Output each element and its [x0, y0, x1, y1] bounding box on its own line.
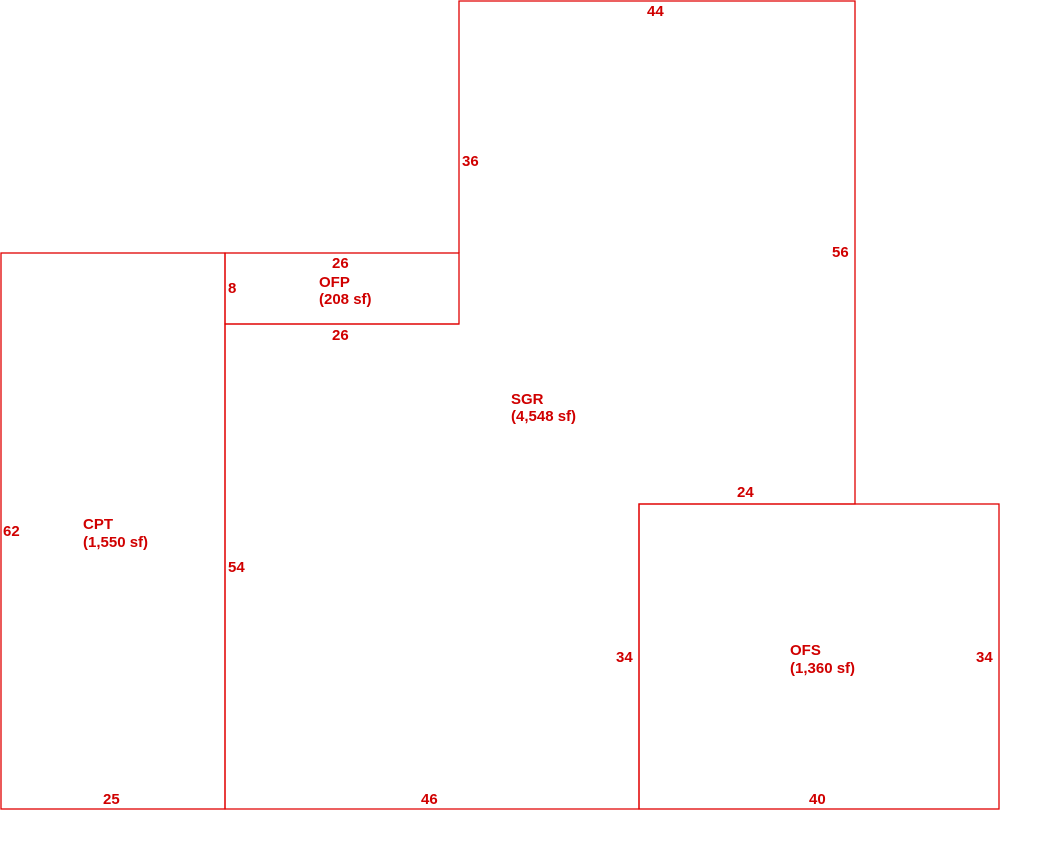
dim-ofp-bottom: 26: [332, 327, 349, 344]
dimension-labels: 44 36 56 26 8 26 24 62 54 34 34 25 46 40: [3, 3, 993, 808]
ofp-area-name: OFP: [319, 274, 350, 291]
ofp-area-size: (208 sf): [319, 291, 372, 308]
area-labels: OFP (208 sf) SGR (4,548 sf) CPT (1,550 s…: [83, 274, 855, 677]
dim-sgr-left-upper: 36: [462, 153, 479, 170]
dim-sgr-bottom: 46: [421, 791, 438, 808]
dim-sgr-left-lower: 54: [228, 559, 245, 576]
dim-ofs-right: 34: [976, 649, 993, 666]
dim-ofp-top: 26: [332, 255, 349, 272]
ofs-outline: [638, 503, 1000, 810]
dim-ofs-left: 34: [616, 649, 633, 666]
ofs-area-size: (1,360 sf): [790, 660, 855, 677]
ofs-area-name: OFS: [790, 642, 821, 659]
sgr-area-name: SGR: [511, 391, 544, 408]
cpt-area-name: CPT: [83, 516, 113, 533]
cpt-area-size: (1,550 sf): [83, 534, 148, 551]
dim-sgr-right: 56: [832, 244, 849, 261]
dim-sgr-top: 44: [647, 3, 664, 20]
dim-sgr-step: 24: [737, 484, 754, 501]
cpt-outline: [0, 252, 226, 810]
dim-cpt-bottom: 25: [103, 791, 120, 808]
dim-cpt-left: 62: [3, 523, 20, 540]
outlines: [0, 0, 1000, 810]
sgr-area-size: (4,548 sf): [511, 408, 576, 425]
dim-ofp-left: 8: [228, 280, 236, 297]
dim-ofs-bottom: 40: [809, 791, 826, 808]
